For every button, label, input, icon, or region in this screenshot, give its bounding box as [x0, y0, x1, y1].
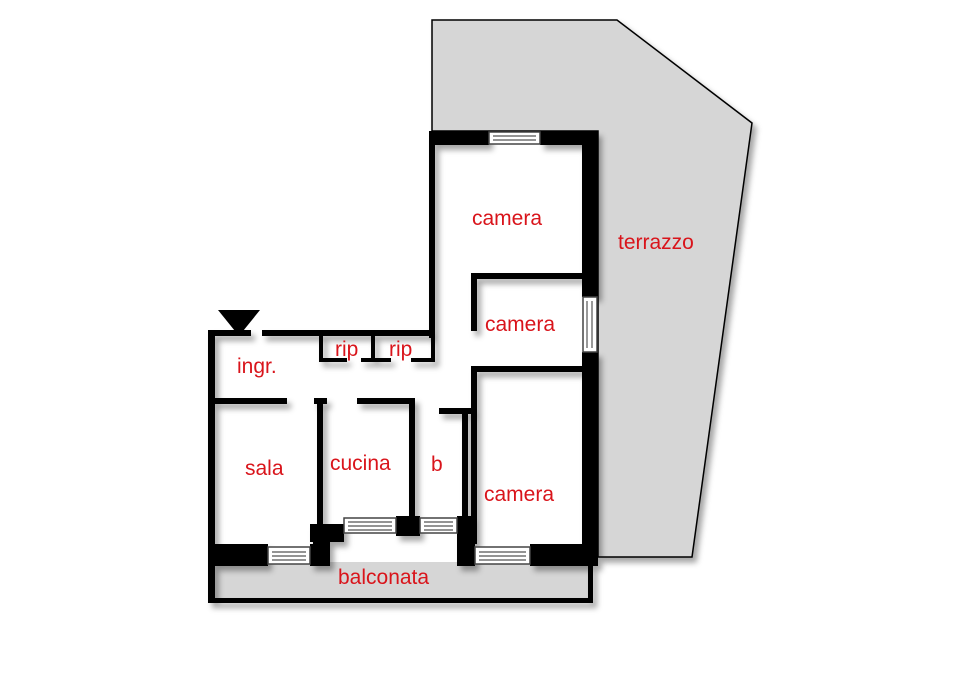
label-camera-bottom: camera [484, 483, 554, 506]
label-ingresso: ingr. [237, 355, 277, 378]
window-camera-bottom [474, 546, 531, 565]
balconata-area [211, 562, 589, 600]
label-rip-2: rip [389, 338, 412, 361]
label-sala: sala [245, 457, 284, 480]
walls [208, 131, 598, 603]
label-camera-top: camera [472, 207, 542, 230]
window-cucina [343, 517, 397, 534]
window-sala [267, 546, 311, 565]
window-bagno [419, 517, 458, 534]
window-camera-mid [582, 296, 598, 353]
label-camera-mid: camera [485, 313, 555, 336]
label-terrazzo: terrazzo [618, 231, 694, 254]
label-cucina: cucina [330, 452, 391, 475]
label-bagno: b [431, 453, 443, 476]
window-camera-top [488, 131, 541, 145]
label-balconata: balconata [338, 566, 429, 589]
label-rip-1: rip [335, 338, 358, 361]
entrance-triangle-icon [218, 310, 260, 336]
